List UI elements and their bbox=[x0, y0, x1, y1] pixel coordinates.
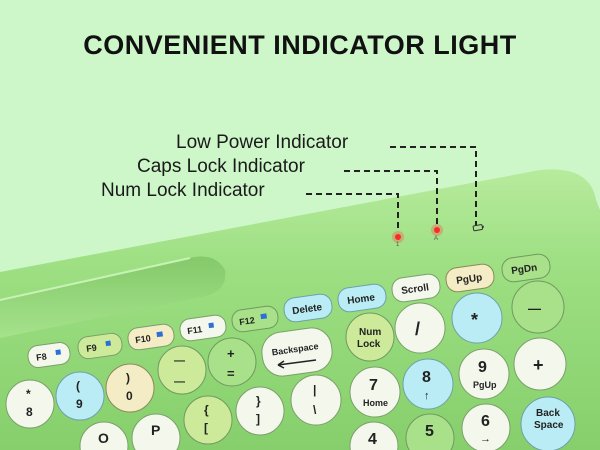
brace-close-key[interactable]: } ] bbox=[235, 386, 285, 436]
svg-text:{: { bbox=[204, 403, 209, 417]
svg-text:F9: F9 bbox=[86, 343, 98, 354]
o-key[interactable]: O bbox=[79, 421, 129, 450]
svg-text:Home: Home bbox=[347, 292, 376, 307]
svg-text:+: + bbox=[533, 355, 544, 375]
svg-text:9: 9 bbox=[76, 397, 83, 411]
svg-text:—: — bbox=[528, 301, 541, 316]
svg-text:0: 0 bbox=[126, 389, 133, 403]
f10-key[interactable]: F10 bbox=[127, 323, 176, 351]
svg-text:8: 8 bbox=[422, 369, 431, 386]
caps-lock-leader-line bbox=[344, 170, 438, 225]
svg-text:→: → bbox=[480, 433, 491, 445]
pgdn-key[interactable]: PgDn bbox=[501, 253, 552, 283]
svg-text:|: | bbox=[313, 383, 316, 397]
svg-text:PgUp: PgUp bbox=[473, 380, 497, 390]
num9-pgup-key[interactable]: 9 PgUp bbox=[458, 348, 510, 400]
plus-equals-key[interactable]: + = bbox=[207, 337, 257, 387]
svg-text:}: } bbox=[256, 394, 261, 408]
num-lock-leader-line bbox=[306, 193, 399, 232]
num-minus-key[interactable]: — bbox=[511, 280, 565, 334]
scroll-key[interactable]: Scroll bbox=[391, 273, 442, 303]
svg-text:Back: Back bbox=[536, 408, 560, 419]
callout-lines bbox=[306, 146, 477, 232]
num8-up-key[interactable]: 8 ↑ bbox=[402, 358, 454, 410]
svg-text:Lock: Lock bbox=[357, 339, 381, 350]
paren-0-key[interactable]: ) 0 bbox=[105, 363, 155, 413]
numlock-key[interactable]: Num Lock bbox=[345, 312, 395, 362]
caps-lock-led bbox=[434, 227, 440, 233]
svg-text:F11: F11 bbox=[187, 324, 203, 336]
caps-lock-mark: A bbox=[434, 236, 438, 242]
svg-text:PgDn: PgDn bbox=[511, 262, 538, 277]
svg-text:7: 7 bbox=[369, 377, 378, 394]
num5-key[interactable]: 5 bbox=[405, 413, 455, 450]
slash-key[interactable]: / bbox=[394, 302, 446, 354]
battery-icon bbox=[472, 224, 484, 232]
svg-text:F8: F8 bbox=[36, 351, 48, 362]
delete-key[interactable]: Delete bbox=[283, 293, 334, 323]
svg-text:8: 8 bbox=[26, 405, 33, 419]
low-power-leader-line bbox=[390, 146, 477, 225]
svg-text:9: 9 bbox=[478, 359, 487, 376]
svg-text:4: 4 bbox=[368, 431, 377, 448]
f8-key[interactable]: F8 bbox=[27, 341, 72, 369]
svg-text:—: — bbox=[174, 376, 185, 388]
num-lock-mark: 1 bbox=[396, 242, 400, 248]
svg-text:(: ( bbox=[76, 379, 80, 393]
f12-key[interactable]: F12 bbox=[231, 305, 280, 333]
home-key[interactable]: Home bbox=[337, 283, 388, 313]
num4-key[interactable]: 4 bbox=[349, 421, 399, 450]
num6-right-key[interactable]: 6 → bbox=[461, 403, 511, 450]
svg-text:/: / bbox=[415, 319, 420, 339]
caps-lock-indicator-label: Caps Lock Indicator bbox=[137, 156, 305, 177]
svg-text:↑: ↑ bbox=[424, 390, 430, 402]
svg-text:Num: Num bbox=[359, 327, 381, 338]
f9-key[interactable]: F9 bbox=[77, 332, 124, 360]
svg-text:\: \ bbox=[313, 403, 317, 417]
svg-text:]: ] bbox=[256, 412, 260, 426]
svg-text:*: * bbox=[26, 387, 31, 401]
svg-text:Scroll: Scroll bbox=[401, 282, 430, 297]
svg-text:PgUp: PgUp bbox=[456, 272, 483, 287]
num7-home-key[interactable]: 7 Home bbox=[349, 366, 401, 418]
num-lock-indicator-label: Num Lock Indicator bbox=[101, 180, 265, 201]
svg-text:Delete: Delete bbox=[292, 302, 324, 317]
svg-text:Home: Home bbox=[363, 398, 388, 408]
page-title: CONVENIENT INDICATOR LIGHT bbox=[83, 30, 517, 60]
svg-text:6: 6 bbox=[481, 413, 490, 430]
num-lock-led bbox=[395, 234, 401, 240]
svg-text:O: O bbox=[98, 430, 109, 446]
svg-text:—: — bbox=[174, 355, 185, 367]
svg-text:=: = bbox=[227, 366, 235, 381]
paren-9-key[interactable]: ( 9 bbox=[55, 371, 105, 421]
svg-text:Space: Space bbox=[534, 420, 564, 431]
num-plus-key[interactable]: + bbox=[513, 337, 567, 391]
back-space-key[interactable]: Back Space bbox=[520, 396, 576, 450]
svg-text:+: + bbox=[227, 346, 235, 361]
svg-text:5: 5 bbox=[425, 423, 434, 440]
pgup-key[interactable]: PgUp bbox=[445, 263, 496, 293]
svg-text:): ) bbox=[126, 371, 130, 385]
svg-text:*: * bbox=[471, 310, 478, 330]
svg-text:F10: F10 bbox=[135, 333, 152, 345]
svg-text:P: P bbox=[151, 422, 160, 438]
asterisk-key[interactable]: * bbox=[451, 292, 503, 344]
p-key[interactable]: P bbox=[131, 413, 181, 450]
brace-open-key[interactable]: { [ bbox=[183, 395, 233, 445]
tablet-slot bbox=[0, 256, 226, 338]
low-power-indicator-label: Low Power Indicator bbox=[176, 132, 349, 153]
minus-key[interactable]: — — bbox=[157, 345, 207, 395]
backspace-key[interactable]: Backspace bbox=[259, 325, 334, 378]
f11-key[interactable]: F11 bbox=[179, 314, 228, 342]
svg-text:F12: F12 bbox=[239, 315, 256, 327]
asterisk-8-key[interactable]: * 8 bbox=[5, 379, 55, 429]
pipe-backslash-key[interactable]: | \ bbox=[290, 374, 342, 426]
svg-text:[: [ bbox=[204, 421, 208, 435]
